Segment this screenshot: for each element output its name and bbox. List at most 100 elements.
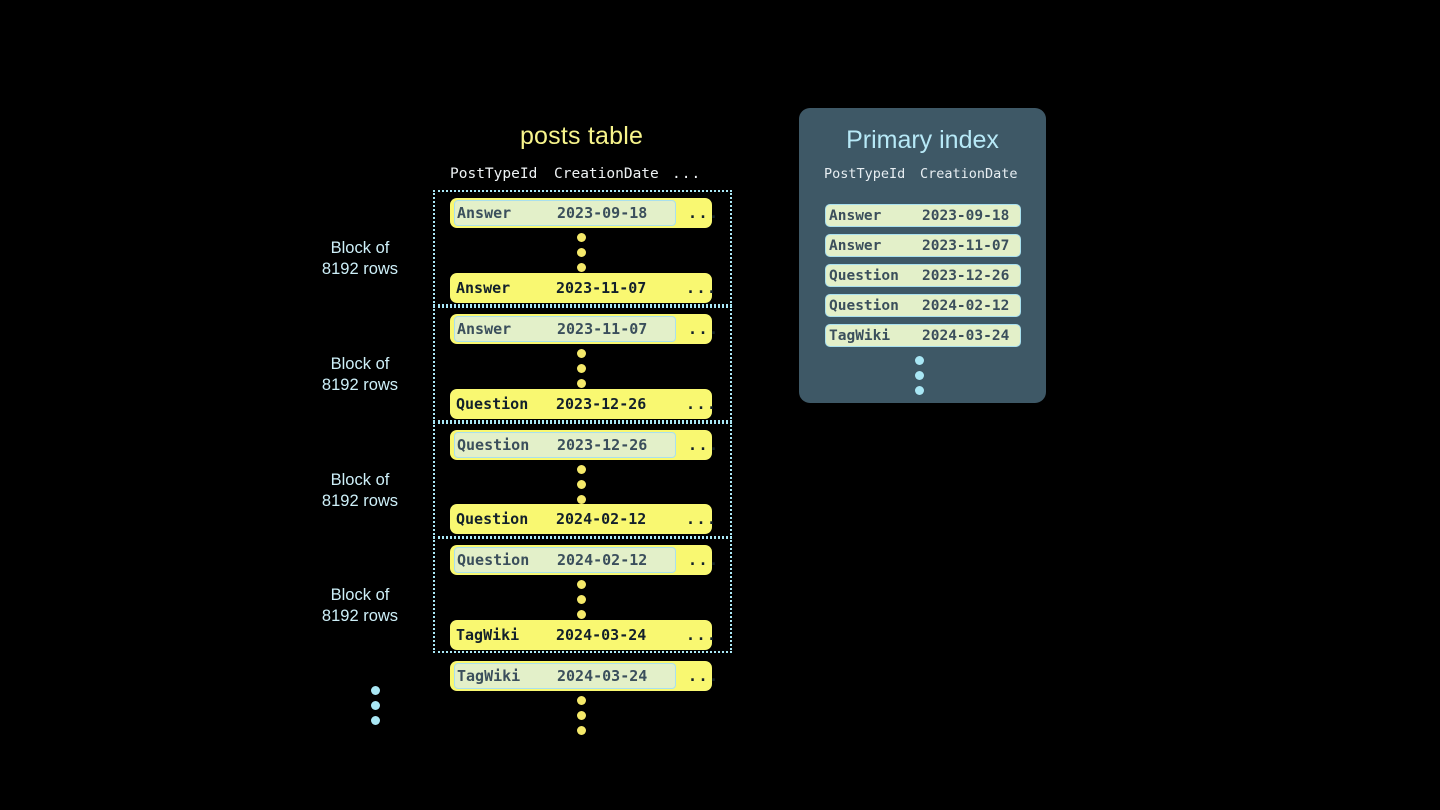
row-gap-ellipsis (577, 465, 587, 510)
cell-posttypeid: Answer (457, 204, 512, 222)
table-row: Answer 2023-11-07 ... (450, 273, 716, 303)
cell-ellipsis: ... (688, 204, 720, 222)
row-gap-ellipsis (577, 580, 587, 625)
block-3-label: Block of 8192 rows (300, 470, 420, 512)
table-row: Question 2024-02-12 ... (450, 545, 718, 575)
posts-table-title: posts table (519, 122, 644, 150)
cell-ellipsis: ... (686, 395, 718, 413)
index-column-header-posttypeid: PostTypeId (824, 166, 906, 182)
index-cell-creationdate: 2023-11-07 (922, 237, 1010, 254)
dot (371, 701, 380, 710)
cell-posttypeid: Answer (457, 320, 512, 338)
cell-ellipsis: ... (686, 626, 718, 644)
block-2-label-line2: 8192 rows (321, 376, 399, 394)
cell-posttypeid: Question (457, 436, 530, 454)
block-4-label-line1: Block of (330, 586, 390, 604)
block-3-label-line2: 8192 rows (321, 492, 399, 510)
dot (577, 379, 586, 388)
cell-creationdate: 2024-02-12 (556, 510, 647, 528)
cell-creationdate: 2023-09-18 (557, 204, 648, 222)
dot (577, 465, 586, 474)
block-2 (433, 306, 732, 422)
cell-creationdate: 2023-11-07 (556, 279, 647, 297)
cell-posttypeid: Question (457, 551, 530, 569)
dot (915, 371, 924, 380)
block-3-label-line1: Block of (330, 471, 390, 489)
column-header-posttypeid: PostTypeId (450, 166, 538, 182)
index-cell-creationdate: 2023-12-26 (922, 267, 1010, 284)
row-key-plain: Question 2023-12-26 (454, 391, 674, 417)
cell-ellipsis: ... (686, 279, 718, 297)
dot (577, 248, 586, 257)
table-row: Question 2023-12-26 ... (450, 389, 716, 419)
cell-creationdate: 2024-03-24 (556, 626, 647, 644)
index-column-header-creationdate: CreationDate (920, 166, 1018, 182)
row-key-highlight: Answer 2023-09-18 (454, 200, 676, 226)
index-cell-posttypeid: Answer (829, 237, 882, 254)
block-1-label-line1: Block of (330, 239, 390, 257)
row-key-highlight: Question 2024-02-12 (454, 547, 676, 573)
row-key-plain: Question 2024-02-12 (454, 506, 674, 532)
row-key-highlight: Answer 2023-11-07 (454, 316, 676, 342)
cell-posttypeid: TagWiki (456, 626, 520, 644)
table-row: Answer 2023-11-07 ... (450, 314, 718, 344)
cell-posttypeid: Question (456, 395, 529, 413)
index-cell-posttypeid: Question (829, 267, 899, 284)
block-1-label: Block of 8192 rows (300, 238, 420, 280)
index-cell-creationdate: 2024-03-24 (922, 327, 1010, 344)
block-4-label-line2: 8192 rows (321, 607, 399, 625)
cell-creationdate: 2024-03-24 (557, 667, 648, 685)
dot (371, 716, 380, 725)
dot (915, 356, 924, 365)
row-gap-ellipsis (577, 349, 587, 394)
table-row: Answer 2023-09-18 ... (450, 198, 718, 228)
cell-ellipsis: ... (688, 320, 720, 338)
row-key-plain: Answer 2023-11-07 (454, 275, 674, 301)
cell-creationdate: 2024-02-12 (557, 551, 648, 569)
dot (577, 610, 586, 619)
cell-ellipsis: ... (688, 667, 720, 685)
dot (371, 686, 380, 695)
dot (577, 580, 586, 589)
index-row: Question 2023-12-26 (825, 264, 1021, 287)
table-row: TagWiki 2024-03-24 ... (450, 620, 716, 650)
primary-index-panel: Primary index PostTypeId CreationDate An… (799, 108, 1046, 403)
dot (577, 233, 586, 242)
index-cell-posttypeid: Answer (829, 207, 882, 224)
cell-ellipsis: ... (686, 510, 718, 528)
index-row: Answer 2023-09-18 (825, 204, 1021, 227)
cell-posttypeid: Question (456, 510, 529, 528)
block-4-label: Block of 8192 rows (300, 585, 420, 627)
table-row: Question 2023-12-26 ... (450, 430, 718, 460)
index-cell-creationdate: 2024-02-12 (922, 297, 1010, 314)
column-header-creationdate: CreationDate (554, 166, 659, 182)
dot (577, 349, 586, 358)
primary-index-column-headers: PostTypeId CreationDate (824, 166, 1024, 182)
index-row: Answer 2023-11-07 (825, 234, 1021, 257)
cell-creationdate: 2023-12-26 (557, 436, 648, 454)
block-4 (433, 537, 732, 653)
cell-posttypeid: TagWiki (457, 667, 521, 685)
dot (915, 386, 924, 395)
index-cell-creationdate: 2023-09-18 (922, 207, 1010, 224)
table-row-trailing: TagWiki 2024-03-24 ... (450, 661, 718, 691)
index-continues-ellipsis (915, 356, 925, 401)
row-gap-ellipsis (577, 233, 587, 278)
index-row: Question 2024-02-12 (825, 294, 1021, 317)
index-row: TagWiki 2024-03-24 (825, 324, 1021, 347)
block-2-label-line1: Block of (330, 355, 390, 373)
dot (577, 495, 586, 504)
index-cell-posttypeid: Question (829, 297, 899, 314)
row-key-highlight: Question 2023-12-26 (454, 432, 676, 458)
cell-posttypeid: Answer (456, 279, 511, 297)
dot (577, 726, 586, 735)
cell-ellipsis: ... (688, 436, 720, 454)
index-cell-posttypeid: TagWiki (829, 327, 891, 344)
primary-index-title: Primary index (846, 126, 999, 154)
cell-creationdate: 2023-12-26 (556, 395, 647, 413)
cell-ellipsis: ... (688, 551, 720, 569)
dot (577, 364, 586, 373)
blocks-continue-ellipsis (371, 686, 381, 731)
dot (577, 595, 586, 604)
